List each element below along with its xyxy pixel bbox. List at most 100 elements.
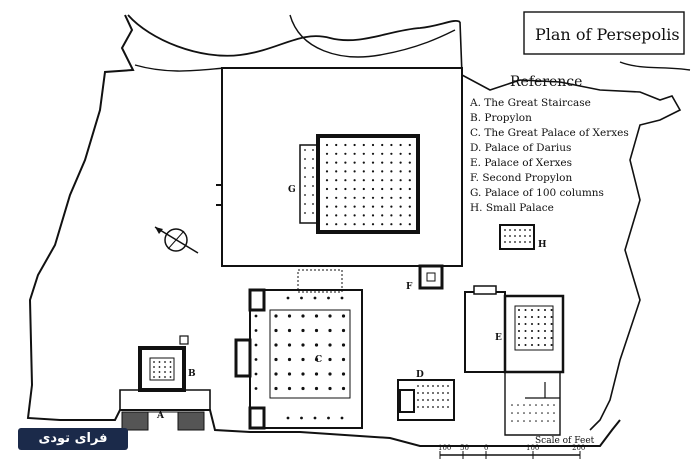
column-dot (335, 187, 338, 191)
column-dot (524, 337, 527, 339)
column-dot (274, 372, 278, 376)
column-dot (312, 203, 314, 205)
column-dot (362, 152, 365, 155)
map-title: Plan of Persepolis (535, 25, 680, 44)
column-dot (550, 344, 553, 346)
column-dot (254, 372, 258, 376)
building-label-g: G (288, 185, 296, 195)
column-dot (518, 330, 520, 332)
column-dot (158, 371, 161, 373)
column-dot (381, 205, 384, 208)
second-propylon (418, 264, 444, 290)
great-staircase (119, 389, 211, 431)
column-dot (524, 330, 527, 332)
scale-tick-200: 200 (572, 444, 585, 452)
column-dot (535, 404, 537, 406)
column-dot (304, 158, 306, 160)
column-dot (537, 323, 540, 325)
column-dot (325, 223, 329, 226)
column-dot (417, 385, 419, 387)
column-dot (344, 143, 347, 147)
column-dot (544, 330, 546, 332)
column-dot (335, 214, 338, 217)
column-dot (399, 152, 402, 155)
column-dot (427, 406, 429, 408)
column-dot (537, 309, 540, 311)
palace-of-darius (397, 379, 455, 421)
column-dot (353, 161, 356, 164)
column-dot (353, 152, 356, 155)
column-dot (509, 235, 511, 237)
column-dot (341, 328, 346, 333)
column-dot (327, 416, 330, 420)
column-dot (399, 214, 402, 217)
column-dot (254, 329, 258, 332)
column-dot (447, 392, 449, 394)
column-dot (164, 366, 166, 368)
column-dot (432, 392, 434, 394)
column-dot (399, 205, 402, 208)
column-dot (447, 385, 449, 387)
column-dot (353, 170, 356, 173)
column-dot (301, 357, 305, 362)
column-dot (325, 143, 329, 147)
column-dot (511, 412, 513, 414)
column-dot (518, 316, 520, 318)
scale-tick-50: 50 (460, 444, 469, 452)
column-dot (381, 187, 384, 191)
column-dot (341, 357, 346, 362)
column-dot (304, 167, 306, 169)
column-dot (286, 296, 290, 300)
column-dot (408, 143, 411, 147)
column-dot (514, 241, 516, 243)
column-dot (362, 179, 365, 182)
column-dot (399, 179, 402, 182)
column-dot (153, 371, 155, 373)
column-dot (529, 404, 531, 406)
column-dot (287, 343, 292, 347)
column-dot (353, 205, 356, 208)
column-dot (341, 386, 346, 391)
column-dot (274, 328, 278, 333)
column-dot (381, 152, 384, 155)
column-dot (529, 235, 531, 237)
column-dot (371, 152, 375, 155)
hill-contour-right (619, 61, 691, 71)
column-dot (371, 205, 375, 208)
column-dot (381, 161, 384, 164)
column-dot (537, 330, 540, 332)
column-dot (529, 229, 531, 231)
column-dot (547, 404, 549, 406)
column-dot (550, 323, 553, 325)
column-dot (437, 385, 439, 387)
palace-of-xerxes-annex-grid (511, 404, 555, 422)
column-dot (344, 170, 347, 173)
column-dot (524, 316, 527, 318)
column-dot (254, 343, 258, 347)
column-dot (328, 372, 332, 376)
column-dot (362, 223, 365, 226)
column-dot (371, 187, 375, 191)
column-dot (417, 392, 419, 394)
column-dot (158, 361, 161, 363)
column-dot (408, 196, 411, 199)
column-dot (328, 328, 332, 333)
column-dot (427, 392, 429, 394)
column-dot (304, 212, 306, 214)
reference-item-a: A. The Great Staircase (469, 97, 591, 109)
column-dot (537, 316, 540, 318)
column-dot (417, 399, 419, 401)
column-dot (442, 385, 444, 387)
column-dot (325, 196, 329, 199)
column-dot (408, 152, 411, 155)
column-dot (550, 309, 553, 311)
column-dot (371, 214, 375, 217)
column-dot (408, 187, 411, 191)
column-dot (340, 416, 344, 420)
column-dot (381, 223, 384, 226)
column-dot (341, 372, 346, 376)
palace-of-darius-grid (417, 385, 449, 408)
column-dot (304, 185, 306, 187)
apadana-north-porch (297, 269, 343, 293)
column-dot (286, 416, 290, 420)
